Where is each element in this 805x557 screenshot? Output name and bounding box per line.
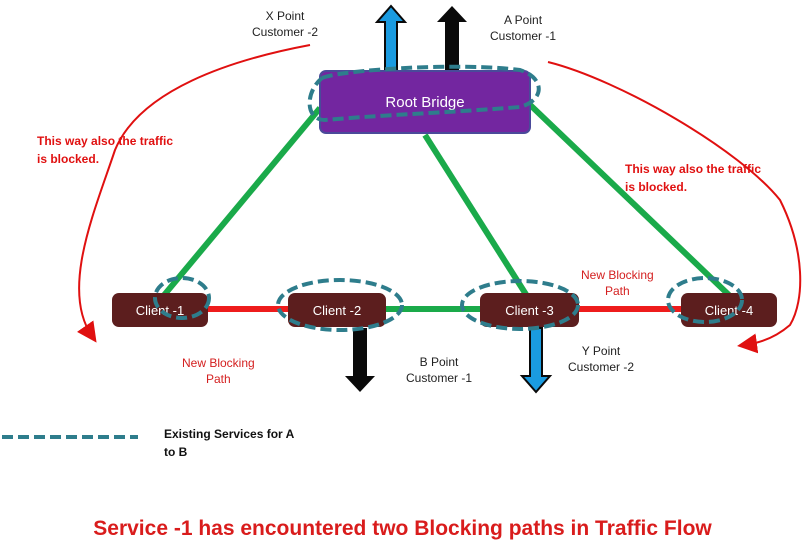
y-point-label: Y Point Customer -2	[568, 344, 635, 374]
b-point-label: B Point Customer -1	[406, 355, 473, 385]
root-bridge-node: Root Bridge	[319, 70, 531, 134]
client2-label: Client -2	[312, 302, 362, 318]
client1-node: Client -1	[112, 293, 208, 327]
client4-label: Client -4	[704, 302, 754, 318]
blocked-traffic-curve-left	[76, 44, 311, 343]
customer2-up-arrow	[374, 4, 408, 73]
link-root-client1	[157, 106, 323, 302]
link-root-client4	[522, 97, 733, 299]
client1-label: Client -1	[135, 302, 185, 318]
client4-node: Client -4	[681, 293, 777, 327]
client3-node: Client -3	[480, 293, 579, 327]
root-bridge-label: Root Bridge	[385, 93, 465, 111]
customer1-down-arrow	[345, 328, 375, 392]
diagram-caption: Service -1 has encountered two Blocking …	[93, 517, 712, 540]
client3-label: Client -3	[505, 302, 554, 318]
blocked-note-left: This way also the traffic is blocked.	[37, 134, 174, 166]
customer1-up-arrow	[437, 6, 467, 72]
legend-label: Existing Services for A to B	[164, 427, 295, 459]
a-point-label: A Point Customer -1	[490, 13, 557, 43]
link-root-client3	[422, 133, 530, 298]
blocked-note-right: This way also the traffic is blocked.	[625, 162, 762, 194]
customer2-down-arrow	[519, 327, 553, 394]
new-blocking-path-left: New Blocking Path	[182, 356, 255, 386]
new-blocking-path-right: New Blocking Path	[581, 268, 654, 298]
x-point-label: X Point Customer -2	[252, 9, 319, 39]
client2-node: Client -2	[288, 293, 386, 327]
blocked-traffic-curve-right	[547, 61, 802, 354]
